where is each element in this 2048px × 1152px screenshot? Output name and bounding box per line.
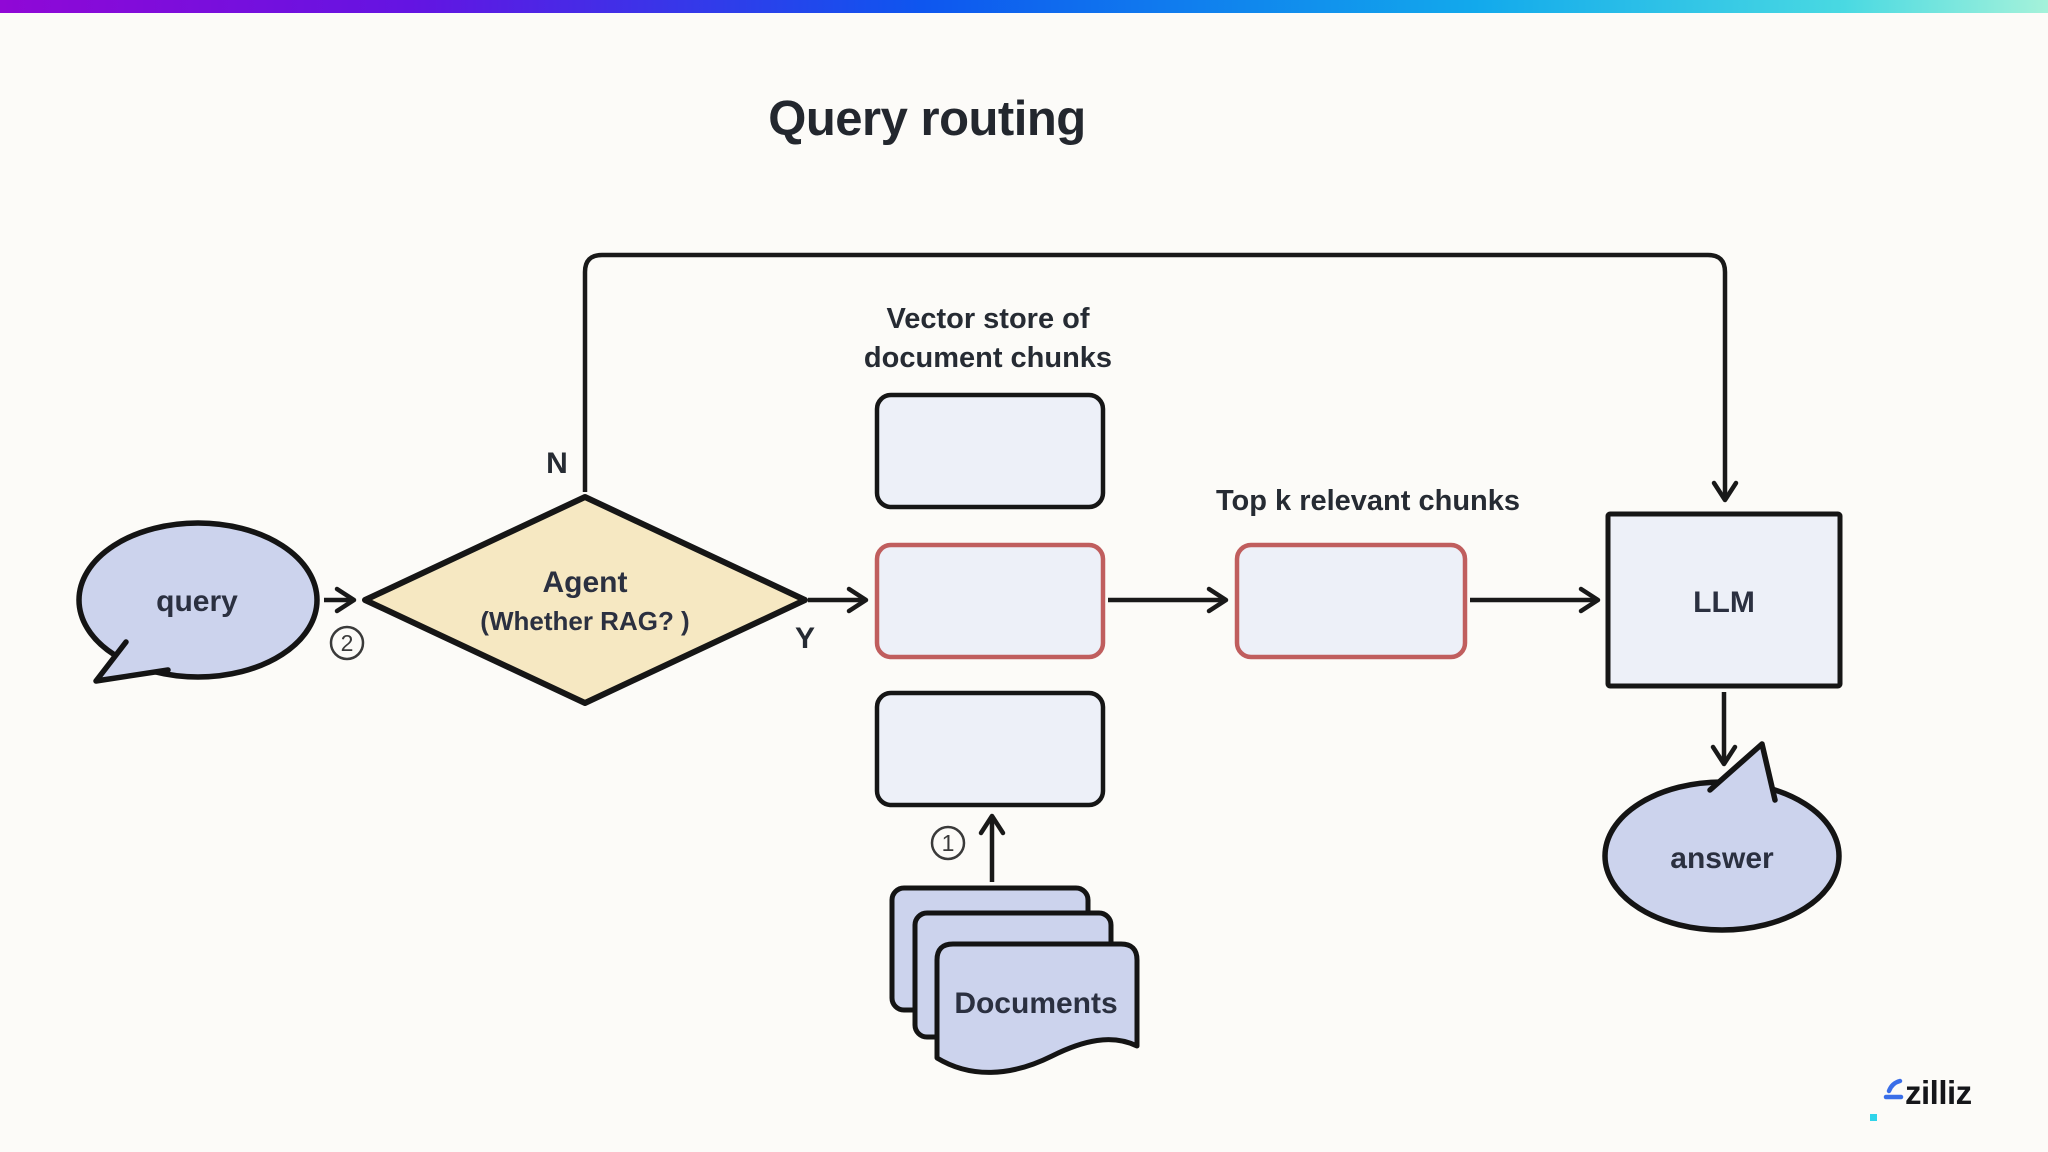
step-1-number: 1 bbox=[942, 830, 955, 856]
answer-bubble: answer bbox=[1602, 741, 1842, 933]
answer-label: answer bbox=[1670, 842, 1774, 875]
branch-label-n: N bbox=[546, 447, 568, 480]
zilliz-logo-dot-icon bbox=[1870, 1114, 1877, 1121]
query-label: query bbox=[156, 585, 238, 618]
zilliz-logo-swoosh-icon bbox=[1886, 1078, 1903, 1094]
vector-store-caption-line2: document chunks bbox=[864, 342, 1112, 374]
step-2-badge: 2 bbox=[329, 625, 365, 661]
brand-gradient-bar bbox=[0, 0, 2048, 13]
topk-caption: Top k relevant chunks bbox=[1216, 485, 1520, 517]
agent-label: Agent bbox=[543, 566, 628, 599]
branch-label-y: Y bbox=[795, 622, 815, 655]
zilliz-logo-text: zilliz bbox=[1905, 1074, 1972, 1111]
llm-label: LLM bbox=[1693, 586, 1755, 619]
query-bubble-tail bbox=[93, 639, 171, 684]
vector-store-box-middle bbox=[874, 542, 1106, 660]
llm-box: LLM bbox=[1605, 511, 1843, 689]
documents-stack: Documents bbox=[889, 885, 1140, 1075]
step-2-number: 2 bbox=[341, 630, 354, 656]
vector-store-box-top bbox=[874, 392, 1106, 510]
document-card-front bbox=[934, 941, 1140, 1075]
vector-store-caption-line1: Vector store of bbox=[886, 303, 1089, 335]
page-title: Query routing bbox=[768, 92, 1085, 146]
vector-store-box-bottom bbox=[874, 690, 1106, 808]
step-1-badge: 1 bbox=[930, 825, 966, 861]
agent-sublabel: (Whether RAG? ) bbox=[480, 606, 689, 636]
documents-label: Documents bbox=[954, 987, 1117, 1020]
zilliz-logo: zilliz bbox=[1870, 1074, 1972, 1121]
query-bubble: query bbox=[76, 520, 320, 684]
agent-no-branch-line bbox=[582, 252, 1739, 503]
answer-bubble-tail bbox=[1707, 741, 1778, 803]
topk-box bbox=[1234, 542, 1468, 660]
agent-diamond: Agent (Whether RAG? ) bbox=[362, 494, 808, 706]
